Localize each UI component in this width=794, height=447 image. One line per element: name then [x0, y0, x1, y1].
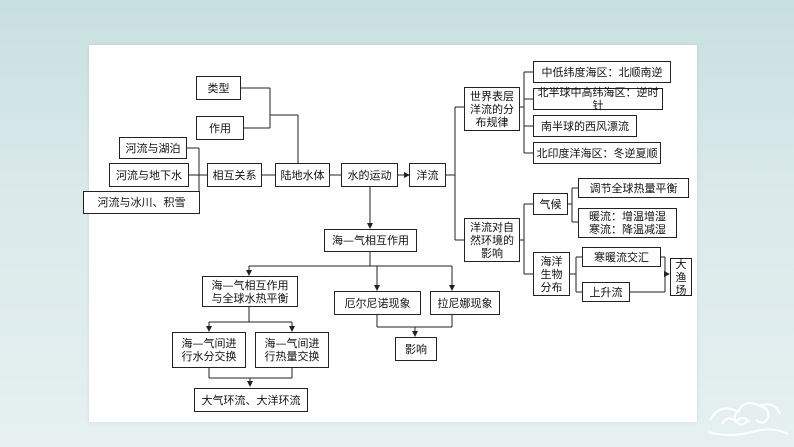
node-water-exchange: 海—气间进 行水分交换: [172, 332, 246, 368]
node-rule-1: 中低纬度海区：北顺南逆: [533, 61, 671, 83]
node-climate: 气候: [533, 193, 568, 215]
node-sea-air-balance: 海—气相互作用 与全球水热平衡: [202, 276, 298, 307]
cloud-ornament: [707, 401, 789, 437]
node-impact-environment: 洋流对自 然环境的 影响: [464, 218, 520, 262]
node-land-water: 陆地水体: [275, 163, 330, 187]
node-climate-2: 暖流：增温增湿 寒流：降温减湿: [578, 208, 677, 238]
node-influence: 影响: [395, 337, 437, 361]
node-water-movement: 水的运动: [341, 163, 398, 187]
node-la-nina: 拉尼娜现象: [430, 291, 500, 315]
node-function: 作用: [196, 116, 244, 140]
node-type: 类型: [196, 76, 241, 100]
node-world-surface: 世界表层 洋流的分 布规律: [464, 87, 520, 131]
node-climate-1: 调节全球热量平衡: [578, 178, 689, 198]
node-river-lake: 河流与湖泊: [119, 137, 187, 159]
node-upwelling: 上升流: [582, 282, 630, 302]
node-cold-warm: 寒暖流交汇: [582, 247, 661, 267]
node-heat-exchange: 海—气间进 行热量交换: [255, 332, 329, 368]
node-fishery: 大渔 场: [670, 258, 692, 297]
node-el-nino: 厄尔尼诺现象: [334, 291, 421, 315]
node-interrelation: 相互关系: [207, 163, 262, 187]
node-marine-bio: 海洋 生物 分布: [533, 252, 570, 296]
node-river-groundwater: 河流与地下水: [109, 163, 189, 187]
node-sea-air: 海—气相互作用: [324, 229, 417, 252]
node-rule-4: 北印度洋海区：冬逆夏顺: [533, 142, 661, 164]
node-ocean-current: 洋流: [409, 163, 446, 187]
node-rule-2: 北半球中高纬海区：逆时针: [533, 86, 663, 112]
node-river-glacier: 河流与冰川、积雪: [83, 191, 200, 214]
node-circulation: 大气环流、大洋环流: [194, 388, 308, 412]
node-rule-3: 南半球的西风漂流: [533, 115, 637, 137]
